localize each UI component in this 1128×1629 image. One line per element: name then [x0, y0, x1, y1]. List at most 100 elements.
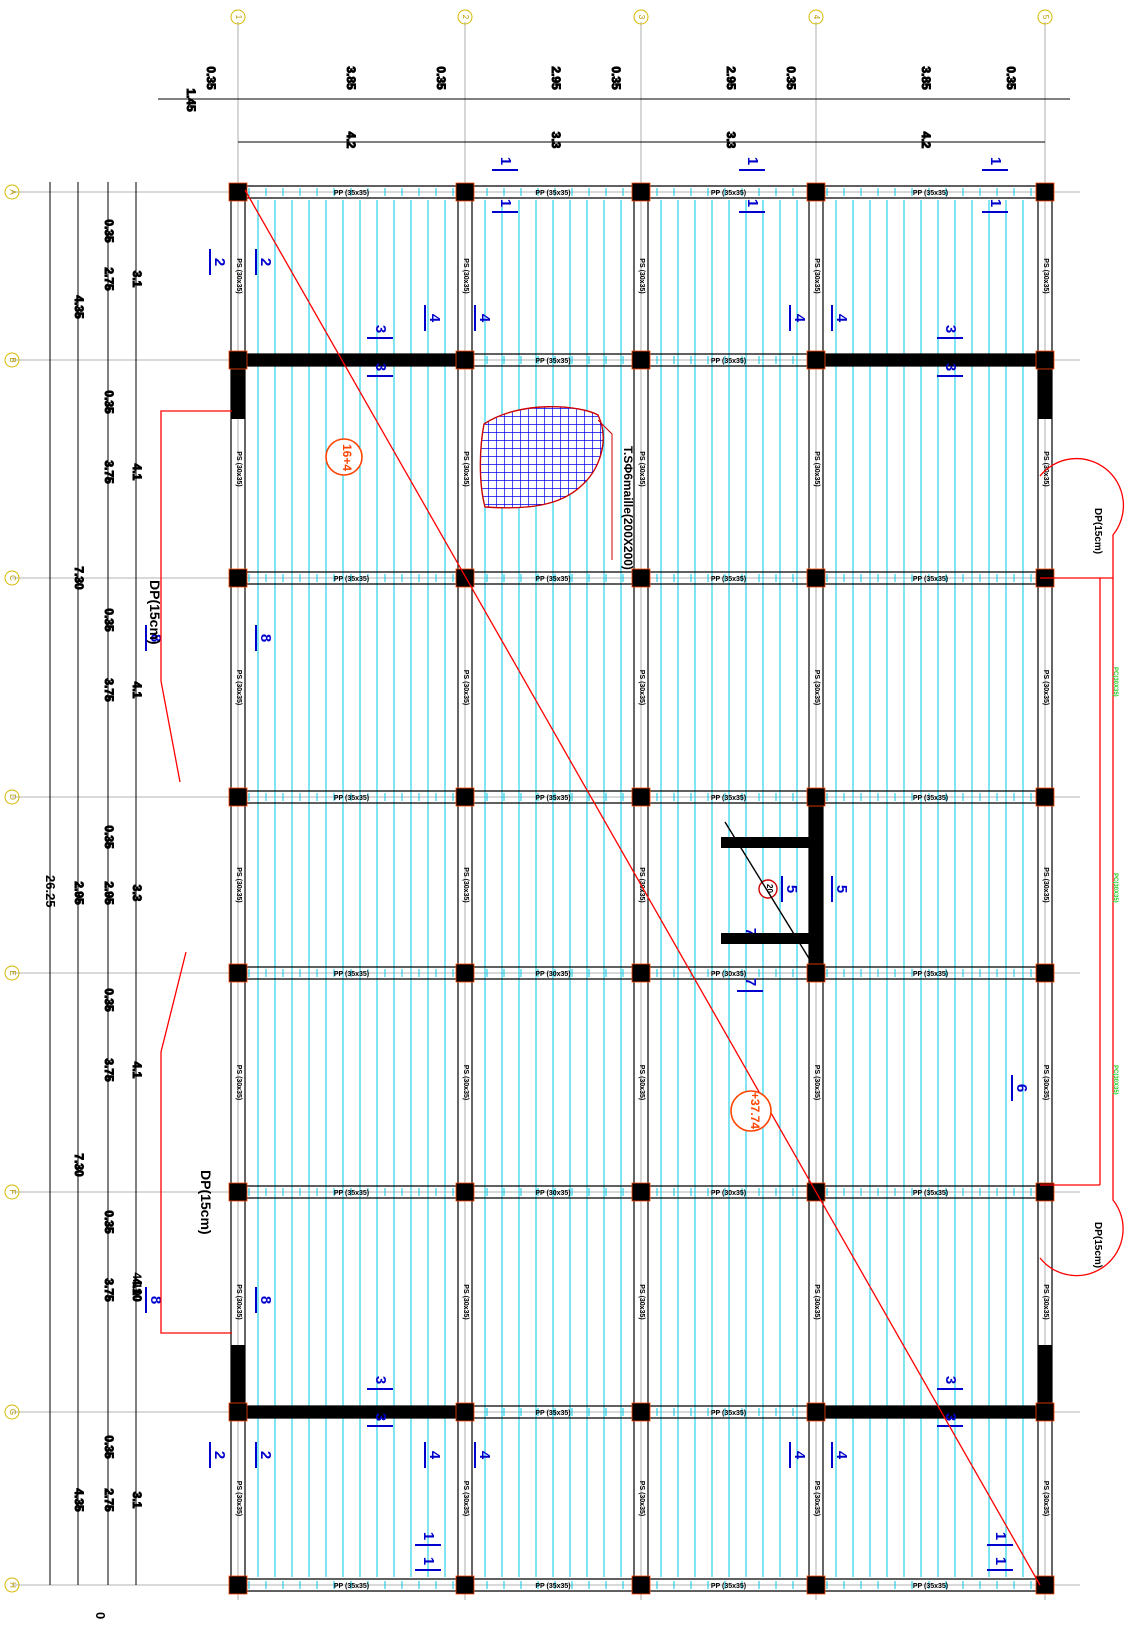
dim-top: 0.35	[434, 66, 448, 90]
section-mark: 3	[937, 1376, 963, 1390]
section-label: 3	[942, 1413, 959, 1421]
slab-joists	[231, 188, 1049, 1589]
beam-label-ps: PS (30x35)	[813, 670, 820, 705]
section-mark: 4	[789, 1442, 808, 1468]
section-mark: 1	[982, 157, 1008, 171]
beam-label-pp: PP (35x35)	[711, 1583, 746, 1590]
section-label: 4	[476, 314, 493, 323]
stair-diagonal	[724, 821, 811, 961]
column	[455, 182, 475, 202]
beam-label-ps: PS (30x35)	[1042, 258, 1049, 293]
axis-bubble-label: A	[8, 189, 17, 195]
section-label: 3	[942, 363, 959, 371]
dim-left-outer: 7.30	[72, 566, 86, 590]
section-mark: 3	[937, 363, 963, 377]
section-mark: 2	[255, 1442, 274, 1468]
beam-label-pp: PP (35x35)	[334, 1410, 369, 1417]
axis-bubble-label: B	[8, 357, 17, 362]
column	[455, 1182, 475, 1202]
beam-label-pp: PP (35x35)	[913, 1410, 948, 1417]
axis-bubble-label: 4	[812, 15, 821, 20]
column	[455, 963, 475, 983]
stair-landing-bottom	[721, 933, 821, 944]
shear-wall	[238, 354, 465, 366]
section-label: 5	[833, 885, 850, 893]
section-mark: 2	[209, 249, 228, 275]
beam-label-ps: PS (30x35)	[235, 258, 242, 293]
axis-bubble	[1037, 9, 1053, 25]
axis-bubble	[4, 1184, 20, 1200]
column	[806, 1402, 826, 1422]
beam-label-pp: PP (30x35)	[535, 971, 570, 978]
column	[455, 787, 475, 807]
beam-label-ps: PS (30x35)	[462, 258, 469, 293]
section-label: 3	[942, 1376, 959, 1384]
beam-label-ps: PS (30x35)	[638, 670, 645, 705]
section-mark: 4	[831, 1442, 850, 1468]
section-mark: 8	[255, 1287, 274, 1313]
section-mark: 1	[982, 199, 1008, 213]
beam-label-ps: PS (30x35)	[462, 451, 469, 486]
beam-label-ps: PS (30x35)	[813, 451, 820, 486]
beam-label-ps: PS (30x35)	[235, 1481, 242, 1516]
beam-label-ps: PS (30x35)	[235, 867, 242, 902]
column	[228, 787, 248, 807]
column	[1035, 963, 1055, 983]
section-label: 8	[257, 634, 274, 642]
column	[228, 568, 248, 588]
beam-label-ps: PS (30x35)	[638, 1481, 645, 1516]
column	[806, 350, 826, 370]
axis-bubble-label: 3	[637, 15, 646, 20]
dim-left-inner: 0.35	[102, 825, 116, 849]
beam-label-pp: PP (35x35)	[535, 190, 570, 197]
axis-bubble-label: C	[8, 575, 17, 581]
dim-left-mid: 4.10	[130, 1278, 144, 1302]
section-mark: 2	[209, 1442, 228, 1468]
beam-label-pp: PP (35x35)	[913, 1190, 948, 1197]
axis-bubble	[808, 9, 824, 25]
shear-wall	[1038, 1345, 1052, 1412]
section-mark: 1	[739, 157, 765, 171]
column	[455, 1575, 475, 1595]
column	[806, 182, 826, 202]
column	[631, 568, 651, 588]
section-label: 4	[833, 314, 850, 323]
section-mark: 1	[492, 199, 518, 213]
beam-label-ps: PS (30x35)	[462, 670, 469, 705]
dim-top: 1.45	[184, 88, 198, 112]
beam-label-pp: PP (30x35)	[711, 971, 746, 978]
dim-left-inner: 0.35	[102, 608, 116, 632]
dp-outline-left-lower	[160, 951, 232, 1334]
axis-bubble-label: F	[8, 1190, 17, 1195]
dim-left-mid: 3.1	[130, 271, 144, 288]
beam-label-pp: PP (30x35)	[711, 1190, 746, 1197]
beam-label-pp: PP (35x35)	[535, 576, 570, 583]
section-mark: 4	[424, 1442, 443, 1468]
section-label: 2	[211, 1451, 228, 1459]
beam-label-ps: PS (30x35)	[813, 1284, 820, 1319]
beam-label-pp: PP (35x35)	[535, 1583, 570, 1590]
elevation-circle-1	[325, 438, 363, 476]
beam-label-pp: PP (35x35)	[913, 190, 948, 197]
beam-label-pp: PP (35x35)	[334, 358, 369, 365]
dim-top-2: 4.2	[919, 132, 933, 149]
beam-label-ps: PS (30x35)	[813, 1481, 820, 1516]
beam-label-ps: PS (30x35)	[813, 1065, 820, 1100]
dim-left-mid: 3.3	[130, 885, 144, 902]
beam-label-pp: PP (35x35)	[535, 1410, 570, 1417]
axis-bubble	[4, 1577, 20, 1593]
axis-bubble-label: 2	[461, 15, 470, 20]
section-label: 3	[372, 1413, 389, 1421]
beam-label-pp: PP (35x35)	[913, 358, 948, 365]
section-label: 1	[987, 157, 1004, 165]
column	[228, 1182, 248, 1202]
column	[228, 1575, 248, 1595]
dim-left-mid: 4.1	[130, 682, 144, 699]
beam-label-pp: PP (35x35)	[711, 795, 746, 802]
section-label: 4	[791, 1451, 808, 1460]
beam-label-ps: PS (30x35)	[235, 1065, 242, 1100]
axis-bubble-label: 5	[1041, 15, 1050, 20]
column	[806, 568, 826, 588]
column	[806, 1575, 826, 1595]
